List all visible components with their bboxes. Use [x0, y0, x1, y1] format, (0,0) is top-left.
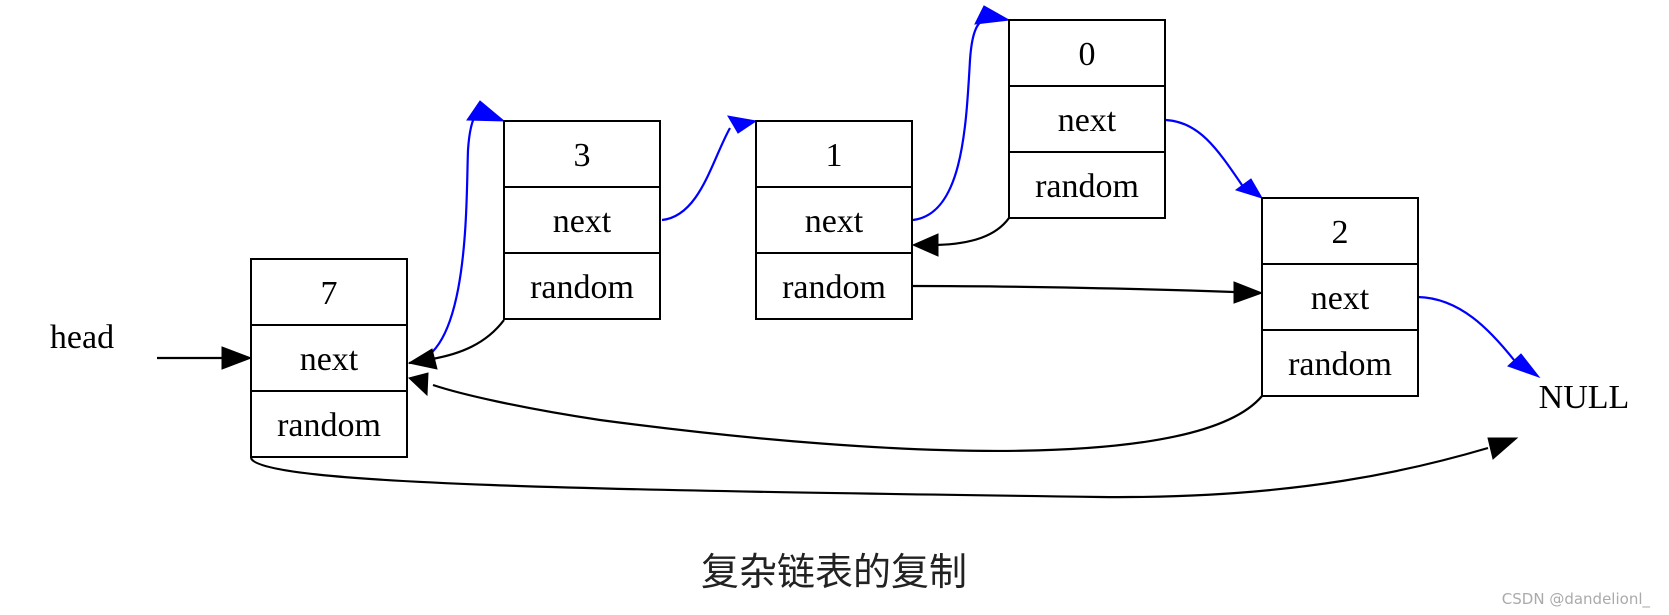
node-value-cell	[1261, 197, 1419, 265]
node-random-field: random	[530, 269, 634, 306]
edge-random-n3-to-n7	[407, 319, 505, 370]
node-next-field-cell	[1008, 85, 1166, 153]
arrowhead-icon	[408, 372, 429, 397]
node-next-field: next	[1058, 102, 1117, 139]
edge-next-n1-to-n0	[912, 5, 1011, 222]
node-next-field-cell	[755, 186, 913, 254]
edge-next-n2-to-NULL	[1417, 295, 1541, 379]
edge-line	[408, 106, 485, 365]
arrowhead-icon	[727, 115, 758, 134]
node-random-field: random	[277, 407, 381, 444]
head-label: head	[50, 319, 114, 356]
edge-line	[249, 446, 1489, 499]
node-value: 7	[321, 275, 338, 312]
node-value-cell	[755, 120, 913, 188]
node-next-field-cell	[250, 324, 408, 392]
null-label: NULL	[1539, 379, 1630, 416]
arrowhead-icon	[221, 346, 253, 370]
nodes-layer: 7 next random 3 next random 1 next random 0 next ra…	[250, 19, 1419, 458]
edge-random-n7-to-NULL	[249, 437, 1519, 499]
node-value: 1	[826, 137, 843, 174]
edge-line	[935, 217, 1010, 247]
arrowhead-icon	[911, 233, 939, 257]
node-value-cell	[1008, 19, 1166, 87]
node-random-field: random	[1288, 346, 1392, 383]
list-node-7: 7 next random	[250, 258, 408, 458]
node-random-field-cell	[250, 390, 408, 458]
edge-line	[661, 127, 731, 222]
list-node-1: 1 next random	[755, 120, 913, 320]
node-value-cell	[250, 258, 408, 326]
node-random-field-cell	[755, 252, 913, 320]
node-random-field-cell	[1008, 151, 1166, 219]
node-next-field: next	[1311, 280, 1370, 317]
edges-layer	[157, 5, 1541, 499]
node-next-field-cell	[1261, 263, 1419, 331]
arrowhead-icon	[1233, 281, 1264, 304]
arrowhead-icon	[466, 100, 506, 122]
arrowhead-icon	[1487, 437, 1519, 460]
node-value: 0	[1079, 36, 1096, 73]
edge-line	[1165, 118, 1245, 189]
list-node-0: 0 next random	[1008, 19, 1166, 219]
edge-next-n3-to-n1	[661, 115, 758, 222]
list-node-3: 3 next random	[503, 120, 661, 320]
node-next-field: next	[300, 341, 359, 378]
arrowhead-icon	[407, 348, 438, 370]
edge-random-n1-to-n2	[912, 281, 1264, 304]
edge-line	[912, 16, 989, 222]
node-random-field-cell	[503, 252, 661, 320]
node-value-cell	[503, 120, 661, 188]
edge-pointer-head-to-n7	[157, 346, 253, 370]
edge-line	[432, 383, 1263, 452]
list-node-2: 2 next random	[1261, 197, 1419, 397]
edge-next-n7-to-n3	[408, 100, 506, 365]
node-value: 3	[574, 137, 591, 174]
edge-random-n2-to-n7	[408, 372, 1263, 452]
node-random-field: random	[782, 269, 886, 306]
watermark: CSDN @dandelionl_	[1502, 590, 1651, 609]
node-random-field: random	[1035, 168, 1139, 205]
edge-random-n0-to-n1	[911, 217, 1010, 257]
node-next-field: next	[805, 203, 864, 240]
arrowhead-icon	[1507, 353, 1541, 379]
edge-line	[912, 284, 1235, 294]
diagram-caption: 复杂链表的复制	[701, 552, 967, 594]
node-next-field: next	[553, 203, 612, 240]
node-value: 2	[1332, 214, 1349, 251]
arrowhead-icon	[974, 5, 1011, 25]
edge-line	[431, 319, 505, 361]
arrowhead-icon	[1234, 178, 1264, 199]
node-random-field-cell	[1261, 329, 1419, 397]
edge-next-n0-to-n2	[1165, 118, 1264, 199]
edge-line	[1417, 295, 1515, 361]
